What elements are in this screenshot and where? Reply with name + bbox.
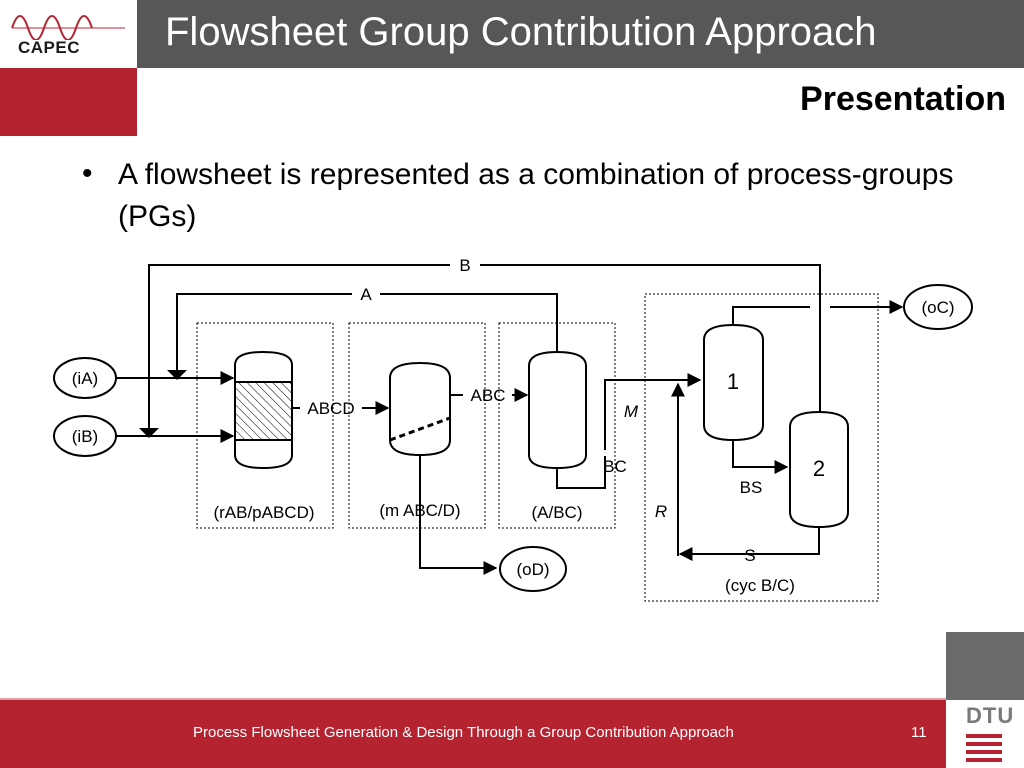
- column-2-vessel: [789, 410, 849, 529]
- input-ia-label: (iA): [72, 369, 98, 388]
- bullet-marker: •: [82, 157, 93, 190]
- output-od-label: (oD): [516, 560, 549, 579]
- stream-d-line: [419, 455, 498, 575]
- logo-text: CAPEC: [18, 38, 81, 57]
- input-ib-label: (iB): [72, 427, 98, 446]
- reactor-hatch: [234, 381, 293, 441]
- stream-m-label: M: [624, 402, 639, 421]
- dtu-logo: [946, 700, 1024, 768]
- stream-b-arrowhead: [139, 428, 159, 438]
- footer-text: Process Flowsheet Generation & Design Th…: [193, 724, 734, 741]
- slide-subtitle: Presentation: [800, 80, 1006, 118]
- capec-logo: CAPEC: [0, 0, 137, 68]
- dtu-brand-text: DTU: [966, 703, 1015, 728]
- group-box-reactor: [196, 322, 334, 529]
- group-label-cycle: (cyc B/C): [725, 576, 795, 595]
- output-oc-label: (oC): [921, 298, 954, 317]
- stream-a-arrowhead: [167, 370, 187, 380]
- output-od-node: [499, 546, 567, 592]
- dtu-logo-icon: [966, 734, 1002, 762]
- red-accent-block: [0, 68, 137, 136]
- stream-bs-line: [732, 440, 789, 474]
- bullet-text: A flowsheet is represented as a combinat…: [118, 158, 954, 233]
- column-1-vessel: [703, 323, 764, 442]
- output-oc-node: [903, 284, 973, 330]
- footer-divider: [0, 698, 946, 700]
- stream-abcd-label: ABCD: [307, 399, 354, 418]
- splitter-vessel: [389, 361, 451, 457]
- wave-logo-icon: [11, 15, 125, 40]
- column-1-label: 1: [727, 369, 739, 394]
- stream-b-label: B: [459, 256, 470, 275]
- group-box-mixer: [348, 322, 486, 529]
- separator-vessel: [528, 350, 587, 470]
- stream-bc-label: BC: [603, 457, 627, 476]
- dtu-gray-block: [946, 632, 1024, 700]
- column-2-label: 2: [813, 456, 825, 481]
- group-label-mixer: (m ABC/D): [379, 501, 460, 520]
- slide-title: Flowsheet Group Contribution Approach: [165, 10, 877, 54]
- stream-m-line: [604, 373, 702, 450]
- group-box-cycle: [644, 293, 879, 602]
- stream-s-line: [678, 527, 820, 561]
- group-label-separator: (A/BC): [532, 503, 583, 522]
- group-label-reactor: (rAB/pABCD): [213, 503, 314, 522]
- stream-r-label: R: [655, 502, 667, 521]
- stream-b-line: [148, 264, 821, 436]
- stream-abc-label: ABC: [471, 386, 506, 405]
- title-bar: [137, 0, 1024, 68]
- footer-bar: [0, 700, 1024, 768]
- flowsheet-diagram: (iA) (iB) B A ABCD ABC BC M R BS S 1 2 (…: [53, 255, 973, 602]
- stream-bs-label: BS: [740, 478, 763, 497]
- stream-s-label: S: [744, 546, 755, 565]
- stream-a-label: A: [360, 285, 372, 304]
- page-number: 11: [911, 724, 927, 741]
